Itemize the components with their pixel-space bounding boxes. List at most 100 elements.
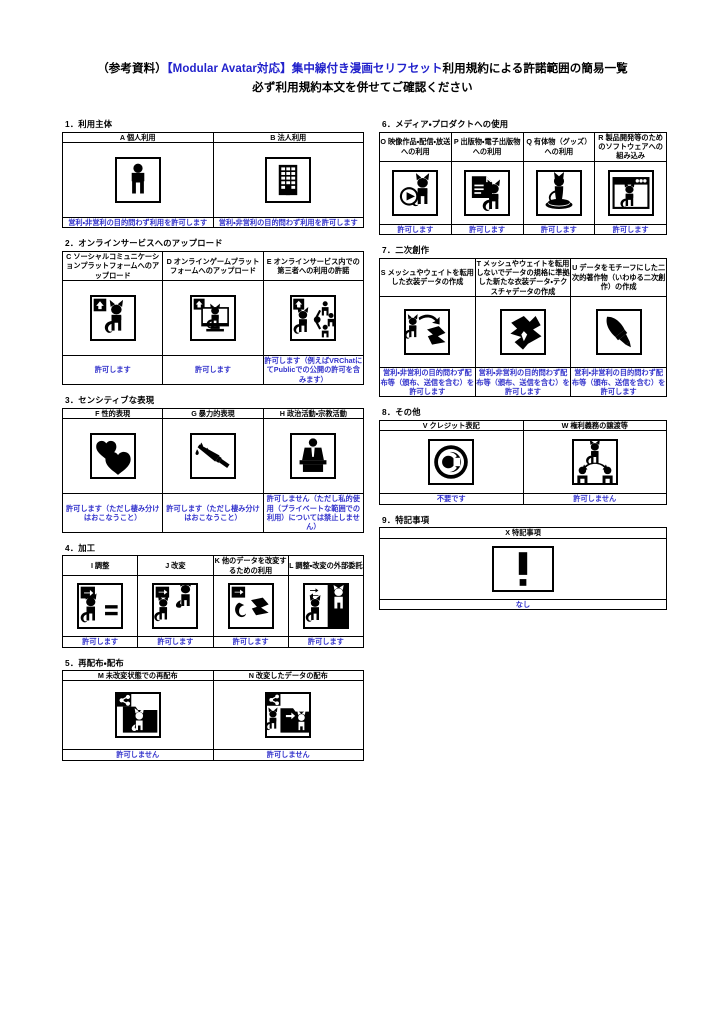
icon-cell-r (594, 160, 667, 225)
building-icon (265, 156, 312, 203)
column-header-l: L 調整・改変の外部委託 (287, 555, 365, 577)
column-header-f: F 性的表現 (61, 407, 164, 420)
icon-cell-f (61, 418, 164, 495)
table-icon-row (379, 296, 667, 369)
upload-share-cat-icon (290, 295, 337, 342)
result-cell-d: 許可します (162, 355, 264, 386)
icon-cell-x (379, 537, 667, 600)
icon-cell-i (61, 575, 139, 638)
icon-cell-j (137, 575, 214, 638)
column-header-k: K 他のデータを改変するための利用 (212, 555, 289, 577)
exclamation-icon (492, 545, 554, 592)
icon-cell-u (570, 296, 667, 369)
table-result-row: 許可します許可します許可します許可します (379, 223, 667, 236)
result-cell-a: 営利・非営利の目的問わず利用を許可します (62, 216, 214, 229)
arrow-cat-cat-icon (152, 583, 199, 630)
title-suffix: 利用規約による許諾範囲の簡易一覧 (442, 63, 628, 75)
section-heading: 8．その他 (382, 407, 421, 418)
cloth-icon (499, 309, 546, 356)
title-prefix: （参考資料） (97, 63, 167, 75)
column-header-s: S メッシュやウェイトを転用した衣装データの作成 (379, 257, 476, 298)
column-header-d: D オンラインゲームプラットフォームへのアップロード (162, 250, 264, 282)
column-header-b: B 法人利用 (212, 131, 364, 143)
result-cell-r: 許可します (594, 223, 667, 236)
section-heading: 9．特記事項 (382, 514, 430, 525)
icon-cell-v (379, 430, 524, 495)
copyright-icon (428, 439, 475, 486)
result-cell-w: 許可しません (522, 493, 667, 505)
icon-cell-w (522, 430, 667, 495)
column-header-p: P 出版物・電子出版物への利用 (450, 131, 524, 162)
table-result-row: 営利・非営利の目的問わず利用を許可します営利・非営利の目的問わず利用を許可します (62, 216, 364, 229)
result-cell-t: 営利・非営利の目的問わず配布等（頒布、送信を含む）を許可します (474, 367, 572, 398)
icon-cell-e (262, 280, 365, 357)
table-icon-row (379, 537, 667, 600)
result-cell-i: 許可します (61, 636, 139, 648)
result-cell-k: 許可します (212, 636, 289, 648)
result-cell-u: 営利・非営利の目的問わず配布等（頒布、送信を含む）を許可します (570, 367, 667, 398)
result-cell-n: 許可しません (212, 749, 364, 761)
icon-cell-h (262, 418, 365, 495)
section-heading: 1．利用主体 (65, 119, 113, 129)
column-header-w: W 権利義務の譲渡等 (522, 419, 667, 432)
column-header-q: Q 有体物（グッズ）への利用 (522, 131, 596, 162)
document-title: （参考資料）【Modular Avatar対応】集中線付き漫画セリフセット利用規… (0, 60, 725, 98)
table-icon-row (379, 430, 667, 495)
document-cat-icon (464, 169, 511, 216)
result-cell-c: 許可します (61, 355, 164, 386)
column-header-c: C ソーシャルコミュニケーションプラットフォームへのアップロード (61, 250, 164, 282)
column-header-t: T メッシュやウェイトを転用しないでデータの規格に準拠した新たな衣装データ・テク… (474, 257, 572, 298)
table-icon-row (379, 160, 667, 225)
outsource-cat-icon (302, 583, 349, 630)
icon-cell-t (474, 296, 572, 369)
table-result-row: 許可します許可します許可します許可します (61, 636, 365, 648)
table-icon-row (62, 680, 364, 751)
result-cell-q: 許可します (522, 223, 596, 236)
column-header-g: G 暴力的表現 (162, 407, 264, 420)
result-cell-p: 許可します (450, 223, 524, 236)
transfer-cat-icon (571, 439, 618, 486)
knife-icon (189, 433, 236, 480)
icon-cell-p (450, 160, 524, 225)
brush-icon (595, 309, 642, 356)
person-icon (114, 156, 161, 203)
icon-cell-s (379, 296, 476, 369)
figurine-cat-icon (535, 169, 582, 216)
column-header-o: O 映像作品・配信・放送への利用 (379, 131, 452, 162)
table-result-row: 許可しません許可しません (62, 749, 364, 761)
play-cat-icon (392, 169, 439, 216)
icon-cell-o (379, 160, 452, 225)
icon-cell-a (62, 141, 214, 218)
browser-cat-icon (607, 169, 654, 216)
share-folder-modified-cat-icon (265, 692, 312, 739)
column-header-n: N 改変したデータの配布 (212, 669, 364, 682)
icon-cell-n (212, 680, 364, 751)
column-header-e: E オンラインサービス内での第三者への利用の許諾 (262, 250, 365, 282)
column-header-a: A 個人利用 (62, 131, 214, 143)
result-cell-l: 許可します (287, 636, 365, 648)
result-cell-f: 許可します（ただし棲み分けはおこなうこと） (61, 493, 164, 533)
section-heading: 2．オンラインサービスへのアップロード (65, 238, 223, 249)
arrow-cloth-icon (227, 583, 274, 630)
upload-cat-icon (89, 295, 136, 342)
hearts-icon (89, 433, 136, 480)
result-cell-h: 許可しません（ただし私的使用（プライベートな範囲での利用）については禁止しません… (262, 493, 365, 533)
table-result-row: なし (379, 598, 667, 611)
icon-cell-k (212, 575, 289, 638)
title-line-2: 必ず利用規約本文を併せてご確認ください (252, 82, 473, 94)
icon-cell-q (522, 160, 596, 225)
share-folder-cat-icon (114, 692, 161, 739)
table-icon-row (62, 141, 364, 218)
